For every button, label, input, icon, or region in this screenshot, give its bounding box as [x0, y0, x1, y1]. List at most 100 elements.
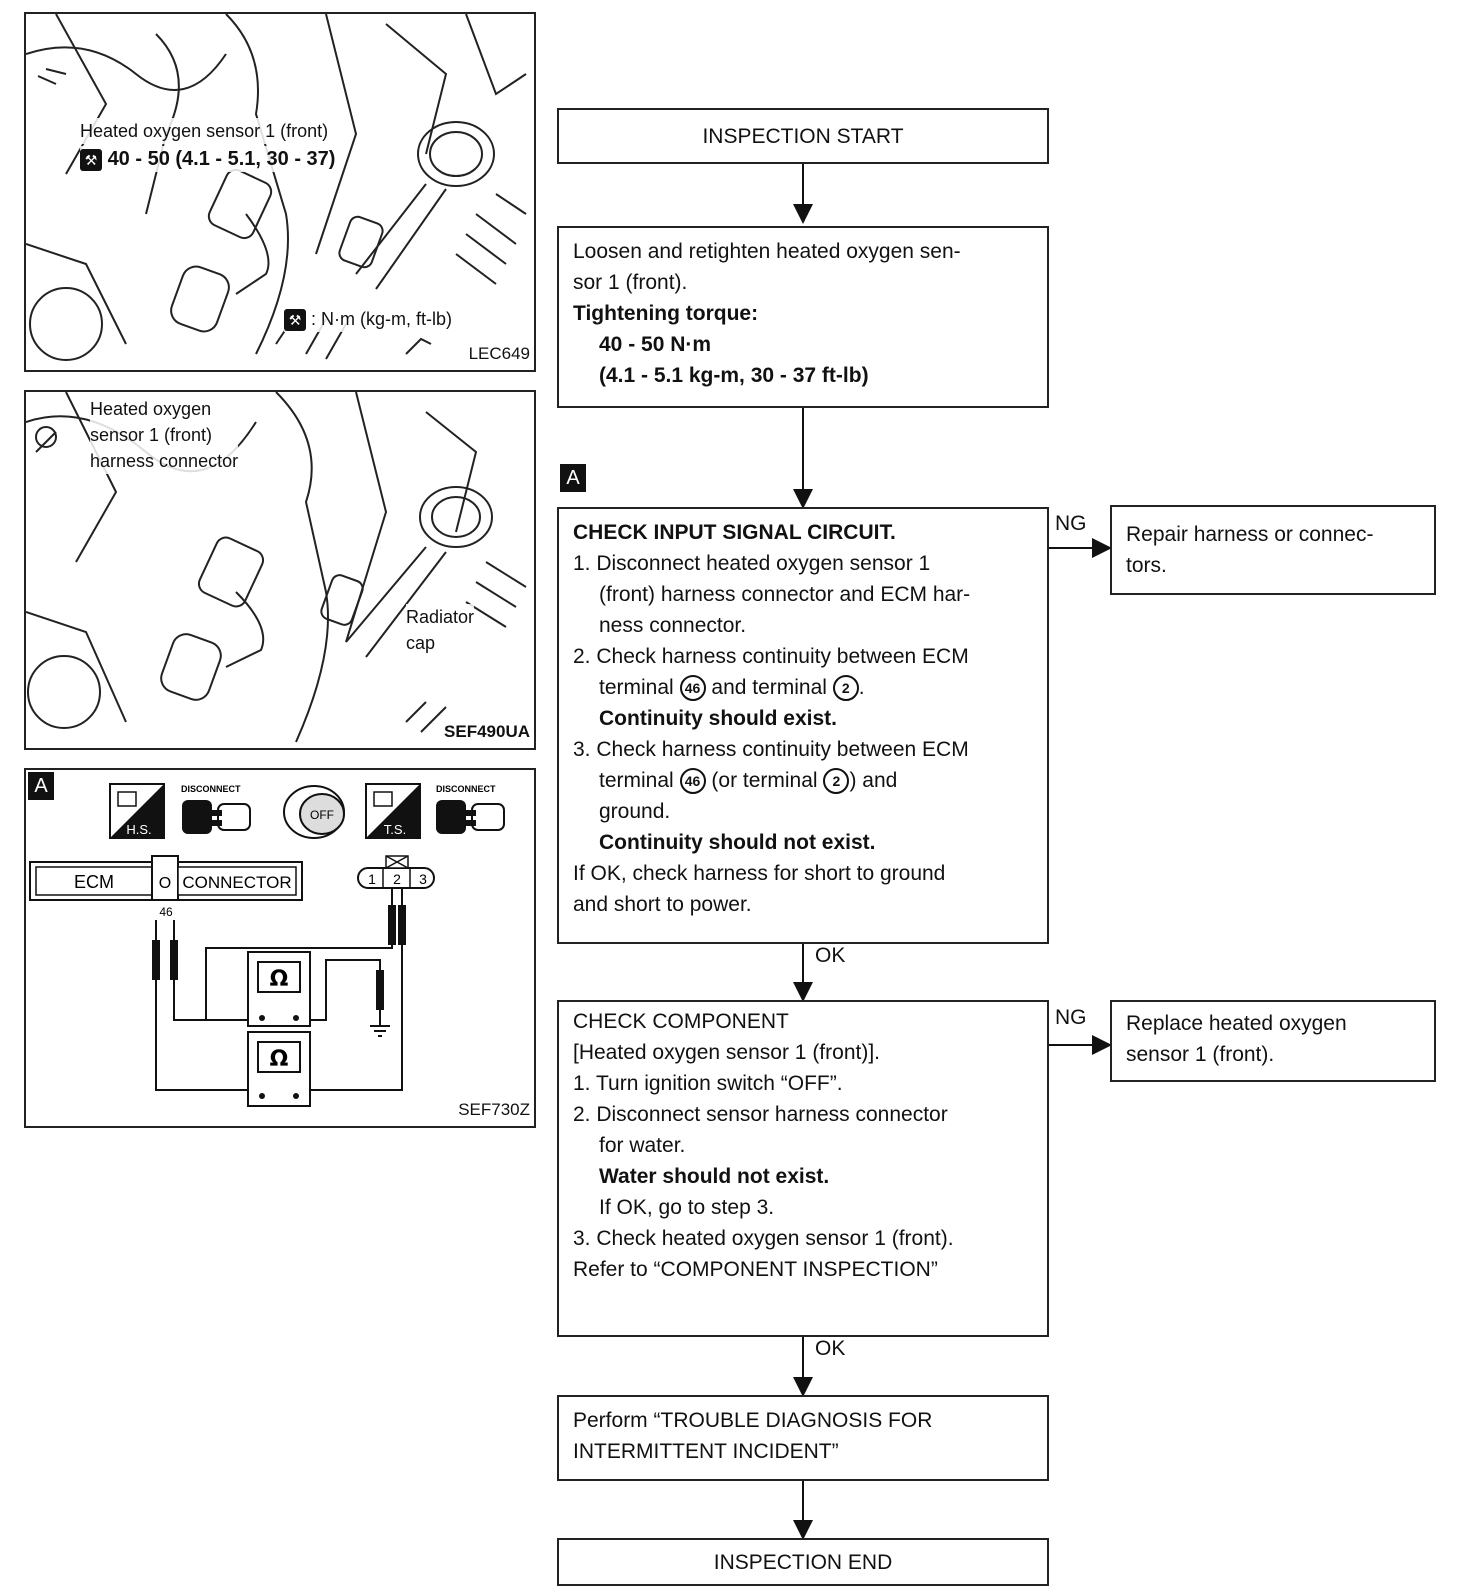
ok-label: OK [815, 1337, 846, 1360]
step2-item3-line1: 3. Check harness continuity between ECM [573, 738, 969, 761]
svg-text:CONNECTOR: CONNECTOR [182, 873, 291, 892]
step-check-component: CHECK COMPONENT [Heated oxygen sensor 1 … [557, 1000, 1049, 1337]
step-tag-a: A [560, 464, 586, 492]
radiator-line1: Radiator [406, 607, 475, 627]
figure-code: LEC649 [468, 344, 530, 363]
illustration-sensor-location: Heated oxygen sensor 1 (front) ⚒ 40 - 50… [24, 12, 536, 372]
sensor-connector: 1 2 3 [357, 855, 435, 889]
text: ) and [849, 769, 898, 792]
step-trouble-diagnosis: Perform “TROUBLE DIAGNOSIS FOR INTERMITT… [557, 1395, 1049, 1481]
step-check-input-signal: CHECK INPUT SIGNAL CIRCUIT. 1. Disconnec… [557, 507, 1049, 944]
text: (or terminal [711, 769, 818, 792]
ohmmeter-1: Ω [247, 951, 311, 1027]
svg-text:T.S.: T.S. [384, 822, 406, 837]
connector-label-line2: sensor 1 (front) [90, 425, 213, 445]
illustration-continuity-test: H.S. DISCONNECT OFF T.S. DISCONNECT [24, 768, 536, 1128]
engine-sketch-2 [26, 392, 527, 743]
ohmmeter-2: Ω [247, 1031, 311, 1107]
repair-line1: Repair harness or connec- [1126, 523, 1374, 546]
torque-text: 40 - 50 (4.1 - 5.1, 30 - 37) [107, 148, 336, 170]
step3-subtitle: [Heated oxygen sensor 1 (front)]. [573, 1041, 880, 1064]
repair-line2: tors. [1126, 554, 1167, 577]
torque-unit-legend: ⚒ : N·m (kg-m, ft-lb) [284, 306, 453, 332]
wiring-diagram: H.S. DISCONNECT OFF T.S. DISCONNECT [29, 783, 505, 1107]
torque-wrench-icon: ⚒ [80, 148, 102, 171]
ng-label: NG [1055, 1006, 1087, 1029]
svg-text:Ω: Ω [270, 967, 289, 992]
illustration-harness-connector: Heated oxygen sensor 1 (front) harness c… [24, 390, 536, 750]
svg-text:Ω: Ω [270, 1047, 289, 1072]
step2-item2-line2: terminal 46 and terminal 2. [573, 672, 1033, 703]
test-wires [155, 888, 403, 1091]
svg-text:H.S.: H.S. [126, 822, 151, 837]
ts-icon: T.S. [365, 783, 421, 839]
step2-item1-line3: ness connector. [599, 614, 747, 637]
hs-icon: H.S. [109, 783, 165, 839]
text: terminal [599, 769, 674, 792]
ok-label: OK [815, 944, 846, 967]
replace-line2: sensor 1 (front). [1126, 1043, 1275, 1066]
test-probes [152, 905, 406, 1010]
inspection-end-box: INSPECTION END [557, 1538, 1049, 1586]
step-retighten-sensor: Loosen and retighten heated oxygen sen- … [557, 226, 1049, 408]
connector-label: Heated oxygen sensor 1 (front) harness c… [90, 396, 239, 474]
connector-label-line1: Heated oxygen [90, 399, 212, 419]
radiator-line2: cap [406, 633, 436, 653]
replace-sensor-box: Replace heated oxygen sensor 1 (front). [1110, 1000, 1436, 1082]
terminal-46-badge: 46 [679, 675, 706, 702]
step3-item3: 3. Check heated oxygen sensor 1 (front). [573, 1227, 954, 1250]
repair-harness-box: Repair harness or connec- tors. [1110, 505, 1436, 595]
ng-label: NG [1055, 512, 1087, 535]
step1-torque-alt: (4.1 - 5.1 kg-m, 30 - 37 ft-lb) [599, 364, 869, 387]
step2-ok-line1: If OK, check harness for short to ground [573, 862, 946, 885]
step2-item3-line2: terminal 46 (or terminal 2) and [573, 765, 1033, 796]
text: and terminal [711, 676, 827, 699]
step3-title: CHECK COMPONENT [573, 1010, 789, 1033]
svg-text:DISCONNECT: DISCONNECT [436, 784, 496, 794]
svg-text:1: 1 [368, 871, 376, 887]
connector-label-line3: harness connector [90, 451, 239, 471]
figure-code: SEF730Z [458, 1100, 530, 1119]
step1-line1: Loosen and retighten heated oxygen sen- [573, 240, 961, 263]
terminal-46-badge: 46 [679, 768, 706, 795]
step2-item1-line2: (front) harness connector and ECM har- [599, 583, 971, 606]
figure-code: SEF490UA [444, 722, 530, 741]
step3-item1: 1. Turn ignition switch “OFF”. [573, 1072, 843, 1095]
unit-text: : N·m (kg-m, ft-lb) [311, 309, 453, 329]
step2-item3-line3: ground. [599, 800, 671, 823]
svg-text:DISCONNECT: DISCONNECT [181, 784, 241, 794]
text: terminal [599, 676, 674, 699]
torque-value: ⚒ 40 - 50 (4.1 - 5.1, 30 - 37) [80, 146, 336, 172]
terminal-2-badge: 2 [823, 768, 850, 795]
step4-line1: Perform “TROUBLE DIAGNOSIS FOR [573, 1409, 933, 1432]
step2-item2-line1: 2. Check harness continuity between ECM [573, 645, 969, 668]
disconnect-icon: DISCONNECT [181, 784, 251, 834]
step1-line2: sor 1 (front). [573, 271, 688, 294]
svg-text:OFF: OFF [310, 808, 334, 822]
step3-item2-line1: 2. Disconnect sensor harness connector [573, 1103, 948, 1126]
svg-text:2: 2 [393, 871, 401, 887]
step3-item2-line2: for water. [599, 1134, 686, 1157]
svg-text:ECM: ECM [74, 872, 114, 892]
step1-torque-value: 40 - 50 N·m [599, 333, 712, 356]
step3-item2-ok: If OK, go to step 3. [599, 1196, 775, 1219]
ignition-off-icon: OFF [283, 785, 345, 839]
step-tag-a: A [28, 772, 54, 800]
step2-ok-line2: and short to power. [573, 893, 752, 916]
step2-item1-line1: 1. Disconnect heated oxygen sensor 1 [573, 552, 931, 575]
svg-text:46: 46 [159, 905, 173, 919]
disconnect-icon: DISCONNECT [436, 784, 505, 834]
step1-torque-heading: Tightening torque: [573, 302, 759, 325]
engine-sketch-1 [26, 14, 527, 361]
step2-title: CHECK INPUT SIGNAL CIRCUIT. [573, 521, 896, 544]
ecm-connector: ECM O CONNECTOR 46 [29, 855, 303, 919]
text: . [858, 676, 865, 699]
sensor-label: Heated oxygen sensor 1 (front) [80, 118, 329, 144]
step2-item3-expect: Continuity should not exist. [599, 831, 876, 854]
step4-line2: INTERMITTENT INCIDENT” [573, 1440, 839, 1463]
radiator-cap-label: Radiator cap [406, 604, 475, 656]
step3-reference: Refer to “COMPONENT INSPECTION” [573, 1258, 938, 1281]
inspection-start-box: INSPECTION START [557, 108, 1049, 164]
step3-item2-expect: Water should not exist. [599, 1165, 830, 1188]
svg-text:3: 3 [419, 871, 427, 887]
